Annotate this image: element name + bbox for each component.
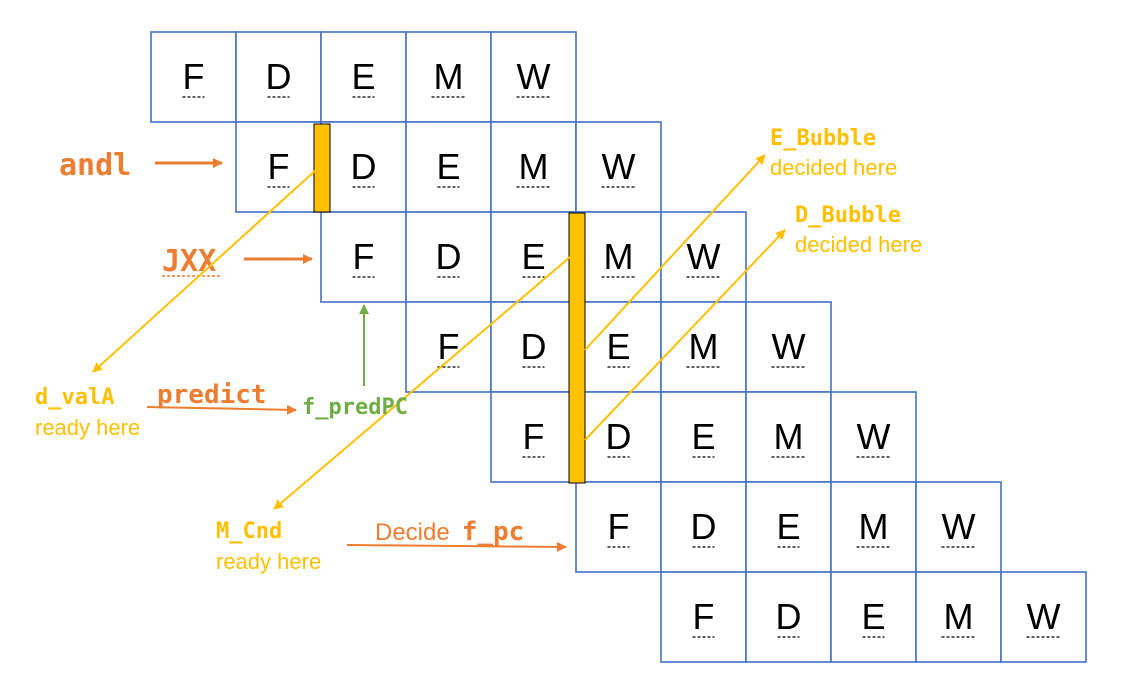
stall-bar-execute [568,212,586,484]
stage-label-f: F [268,146,290,187]
stage-label-m: M [689,326,719,367]
m-cnd-sub: ready here [216,549,321,574]
e-bubble-sub: decided here [770,155,897,180]
stage-cell [150,31,237,123]
e-bubble-label: E_Bubble [770,126,876,151]
stage-cell [745,391,832,483]
stage-label-m: M [774,416,804,457]
stage-cell [660,301,747,393]
stage-label-e: E [521,236,545,277]
stage-label-d: D [606,416,632,457]
stage-cell [575,391,662,483]
stage-label-m: M [434,56,464,97]
stage-cell [490,391,577,483]
stage-cell [660,391,747,483]
predict-label: predict [157,380,267,410]
stage-label-w: W [517,56,551,97]
d-vala-label: d_valA [35,385,114,410]
stage-cell [660,571,747,663]
stage-label-e: E [606,326,630,367]
f-predpc-label: f_predPC [302,395,408,420]
stage-cell [405,121,492,213]
stage-cell [915,481,1002,573]
d-bubble-sub: decided here [795,232,922,257]
e-bubble-arrow [584,154,766,351]
jxx-label: JXX [162,244,216,279]
stage-label-d: D [691,506,717,547]
stage-label-f: F [183,56,205,97]
andl-label: andl [59,148,131,183]
stage-label-w: W [1027,596,1061,637]
stage-cell [1000,571,1087,663]
stage-label-f: F [523,416,545,457]
d-bubble-arrow [584,229,786,441]
stage-label-w: W [942,506,976,547]
stage-cell [830,391,917,483]
stage-label-m: M [604,236,634,277]
stage-label-e: E [691,416,715,457]
stage-label-e: E [776,506,800,547]
decide-label: Decide f_pc [375,517,524,547]
stage-label-w: W [772,326,806,367]
stage-label-w: W [687,236,721,277]
stage-label-m: M [519,146,549,187]
stage-label-f: F [353,236,375,277]
stage-cell [575,301,662,393]
decide-word: Decide [375,519,450,546]
decide-reg: f_pc [462,517,525,547]
stage-label-e: E [436,146,460,187]
stage-label-d: D [351,146,377,187]
stage-label-w: W [857,416,891,457]
predict-arrow [146,404,297,415]
stage-cell [745,571,832,663]
decide-arrow [346,541,567,552]
stage-cell [490,121,577,213]
stage-label-e: E [861,596,885,637]
stage-cell [575,121,662,213]
stage-cell [745,301,832,393]
d-vala-sub: ready here [35,415,140,440]
m-cnd-label: M_Cnd [216,519,282,544]
stage-label-d: D [776,596,802,637]
stage-cell [235,121,322,213]
stage-cell [405,301,492,393]
stage-label-e: E [351,56,375,97]
stage-cell [405,31,492,123]
stage-cell [490,31,577,123]
d-bubble-label: D_Bubble [795,203,901,228]
stage-cell [660,211,747,303]
stage-label-f: F [693,596,715,637]
stage-cell [745,481,832,573]
stage-cell [405,211,492,303]
stage-label-m: M [944,596,974,637]
stage-label-d: D [266,56,292,97]
stage-cell [320,211,407,303]
stage-label-d: D [521,326,547,367]
stall-bar-decode [313,123,331,213]
stage-label-m: M [859,506,889,547]
stage-label-f: F [608,506,630,547]
d-vala-arrow [92,169,317,373]
m-cnd-arrow [273,256,571,510]
stage-cell [235,31,322,123]
stage-cell [660,481,747,573]
stage-cell [575,481,662,573]
stage-label-d: D [436,236,462,277]
stage-cell [830,571,917,663]
stage-label-w: W [602,146,636,187]
